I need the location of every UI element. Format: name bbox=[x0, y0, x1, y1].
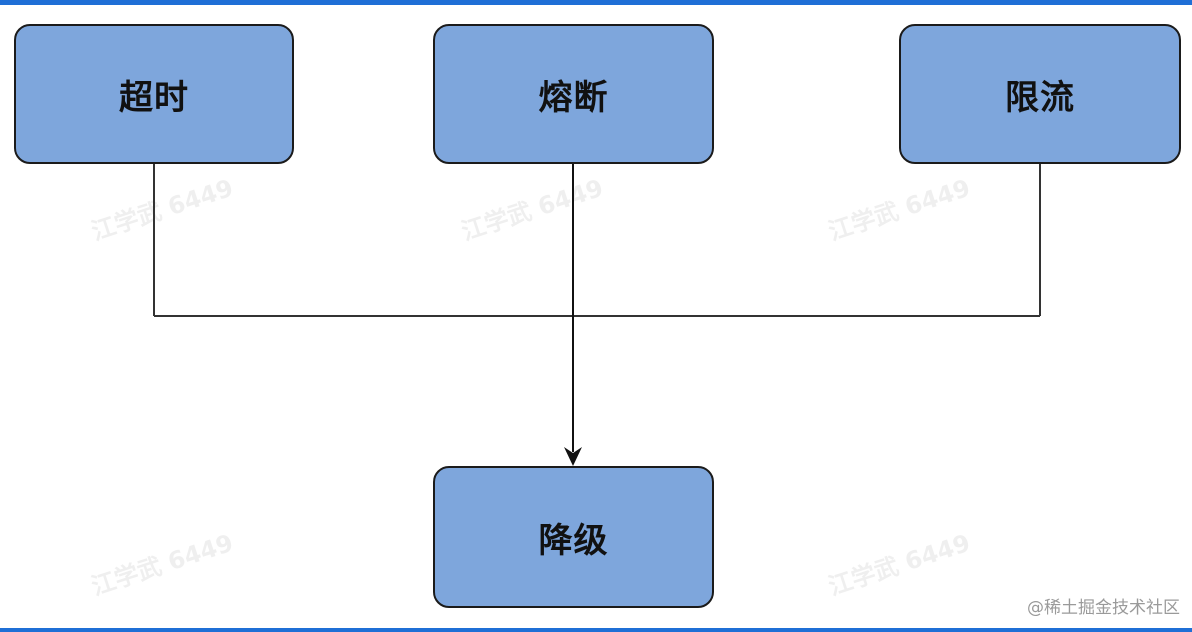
node-timeout: 超时 bbox=[14, 24, 294, 164]
source-credit: @稀土掘金技术社区 bbox=[1027, 598, 1180, 618]
node-degrade: 降级 bbox=[433, 466, 714, 608]
node-circuit-breaker-label: 熔断 bbox=[538, 77, 609, 118]
arrowhead-degrade bbox=[564, 447, 582, 466]
node-rate-limit: 限流 bbox=[899, 24, 1181, 164]
frame-top-border bbox=[0, 0, 1192, 5]
node-degrade-label: 降级 bbox=[538, 520, 609, 561]
node-timeout-label: 超时 bbox=[119, 77, 189, 118]
frame-bottom-border bbox=[0, 628, 1192, 632]
node-circuit-breaker: 熔断 bbox=[433, 24, 714, 164]
node-rate-limit-label: 限流 bbox=[1005, 77, 1075, 118]
